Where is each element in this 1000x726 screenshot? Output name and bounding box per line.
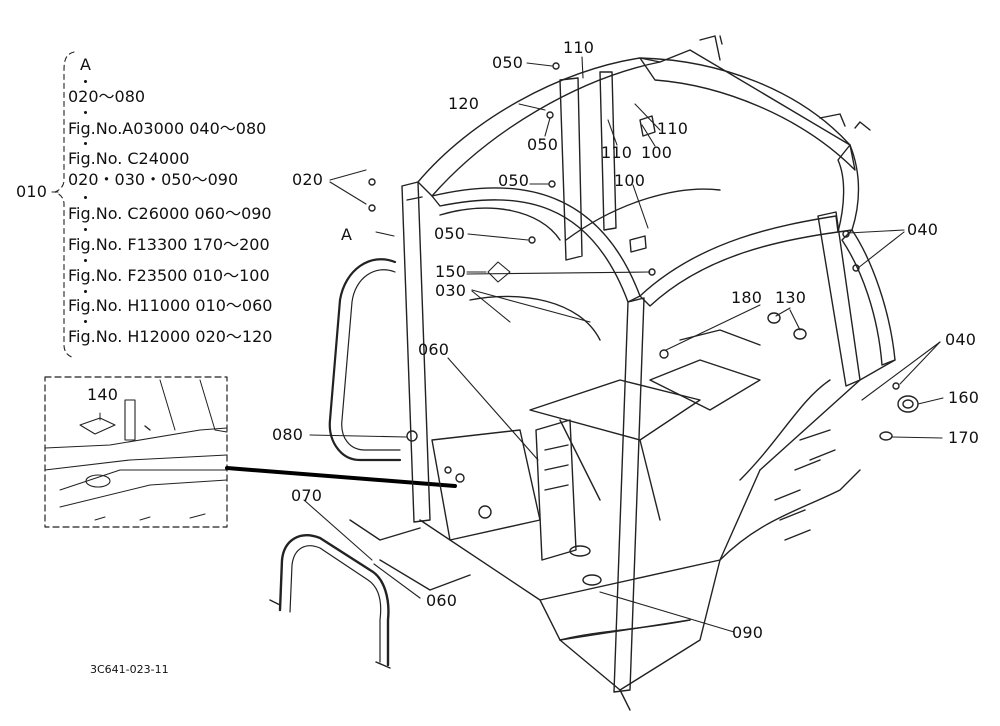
callout-180: 180 — [731, 288, 763, 307]
callout-050: 050 — [434, 224, 466, 243]
reference-list-item: Fig.No. C26000 060～090 — [68, 204, 272, 223]
callout-090: 090 — [732, 623, 764, 642]
reference-list-item: Fig.No.A03000 040～080 — [68, 119, 267, 138]
callout-150: 150 — [435, 262, 467, 281]
callout-060: 060 — [418, 340, 450, 359]
callout-140: 140 — [87, 385, 119, 404]
callout-070: 070 — [291, 486, 323, 505]
callout-leaders — [303, 56, 944, 633]
callout-110: 110 — [563, 38, 595, 57]
reference-list-item: 020～080 — [68, 87, 146, 106]
list-separator-dot — [84, 80, 87, 83]
cab-frame — [269, 35, 919, 711]
reference-list-ref: 010 — [16, 182, 48, 201]
callout-050: 050 — [498, 171, 530, 190]
reference-list-item: Fig.No. H11000 010～060 — [68, 296, 273, 315]
callout-160: 160 — [948, 388, 980, 407]
callout-050: 050 — [527, 135, 559, 154]
callout-020: 020 — [292, 170, 324, 189]
callout-130: 130 — [775, 288, 807, 307]
list-separator-dot — [84, 259, 87, 262]
view-a-marker: A — [341, 225, 353, 244]
drawing-code: 3C641-023-11 — [90, 663, 169, 676]
reference-list-item: Fig.No. H12000 020～120 — [68, 327, 273, 346]
callout-040: 040 — [907, 220, 939, 239]
callout-110: 110 — [657, 119, 689, 138]
list-separator-dot — [84, 320, 87, 323]
list-separator-dot — [84, 290, 87, 293]
callout-080: 080 — [272, 425, 304, 444]
callout-050: 050 — [492, 53, 524, 72]
reference-list-header: A — [80, 55, 92, 74]
detail-view-a-box — [44, 376, 228, 528]
reference-list-item: 020・030・050～090 — [68, 170, 239, 189]
callout-100: 100 — [614, 171, 646, 190]
reference-list-item: Fig.No. C24000 — [68, 149, 190, 168]
list-separator-dot — [84, 196, 87, 199]
reference-list-item: Fig.No. F13300 170～200 — [68, 235, 270, 254]
list-separator-dot — [84, 228, 87, 231]
callout-030: 030 — [435, 281, 467, 300]
callout-100: 100 — [641, 143, 673, 162]
callout-040: 040 — [945, 330, 977, 349]
reference-list-item: Fig.No. F23500 010～100 — [68, 266, 270, 285]
list-separator-dot — [84, 142, 87, 145]
list-separator-dot — [84, 111, 87, 114]
callout-110: 110 — [601, 143, 633, 162]
callout-060: 060 — [426, 591, 458, 610]
callout-170: 170 — [948, 428, 980, 447]
callout-120: 120 — [448, 94, 480, 113]
